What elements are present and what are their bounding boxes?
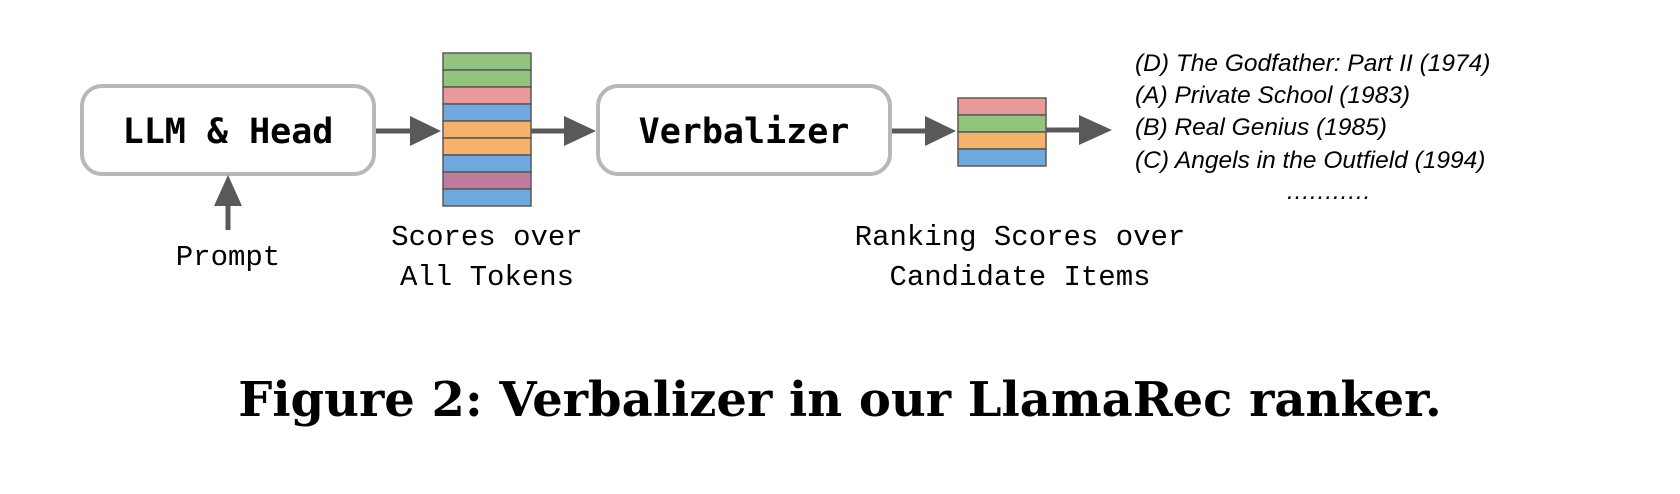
arrow-verbalizer-to-ranking	[892, 116, 956, 146]
ranking-score-bar-red	[957, 97, 1047, 116]
token-score-stack	[442, 52, 532, 207]
token-score-bar-blue	[442, 188, 532, 207]
arrow-ranking-to-items	[1046, 115, 1112, 145]
ranking-scores-caption-line2: Candidate Items	[889, 261, 1150, 294]
token-score-bar-purple	[442, 171, 532, 190]
ranking-score-bar-green	[957, 114, 1047, 133]
verbalizer-box	[596, 84, 892, 176]
llm-head-label: LLM & Head	[123, 112, 334, 152]
figure-caption: Figure 2: Verbalizer in our LlamaRec ran…	[238, 372, 1442, 428]
ranked-item: (C) Angels in the Outfield (1994)	[1135, 147, 1485, 174]
ranking-score-bar-blue	[957, 148, 1047, 167]
token-score-bar-blue	[442, 154, 532, 173]
ranking-score-stack	[957, 97, 1047, 167]
token-score-bar-blue	[442, 103, 532, 122]
llm-head-box	[80, 84, 376, 176]
token-score-bar-orange	[442, 137, 532, 156]
token-score-bar-red	[442, 86, 532, 105]
verbalizer-label: Verbalizer	[639, 112, 850, 152]
arrow-scores-to-verbalizer	[531, 116, 596, 146]
prompt-label: Prompt	[176, 241, 280, 274]
token-scores-caption-line2: All Tokens	[400, 261, 574, 294]
token-score-bar-green	[442, 52, 532, 71]
token-scores-caption-line1: Scores over	[391, 221, 582, 254]
ranking-scores-caption-line1: Ranking Scores over	[855, 221, 1186, 254]
ranked-item: (D) The Godfather: Part II (1974)	[1135, 50, 1490, 77]
ranked-item: (A) Private School (1983)	[1135, 82, 1410, 109]
ranking-score-bar-orange	[957, 131, 1047, 150]
token-score-bar-green	[442, 69, 532, 88]
prompt-arrow	[214, 175, 242, 230]
token-score-bar-orange	[442, 120, 532, 139]
ranked-item: (B) Real Genius (1985)	[1135, 114, 1387, 141]
arrow-llm-to-scores	[376, 116, 441, 146]
ranked-items-ellipsis: ...........	[1287, 178, 1371, 205]
